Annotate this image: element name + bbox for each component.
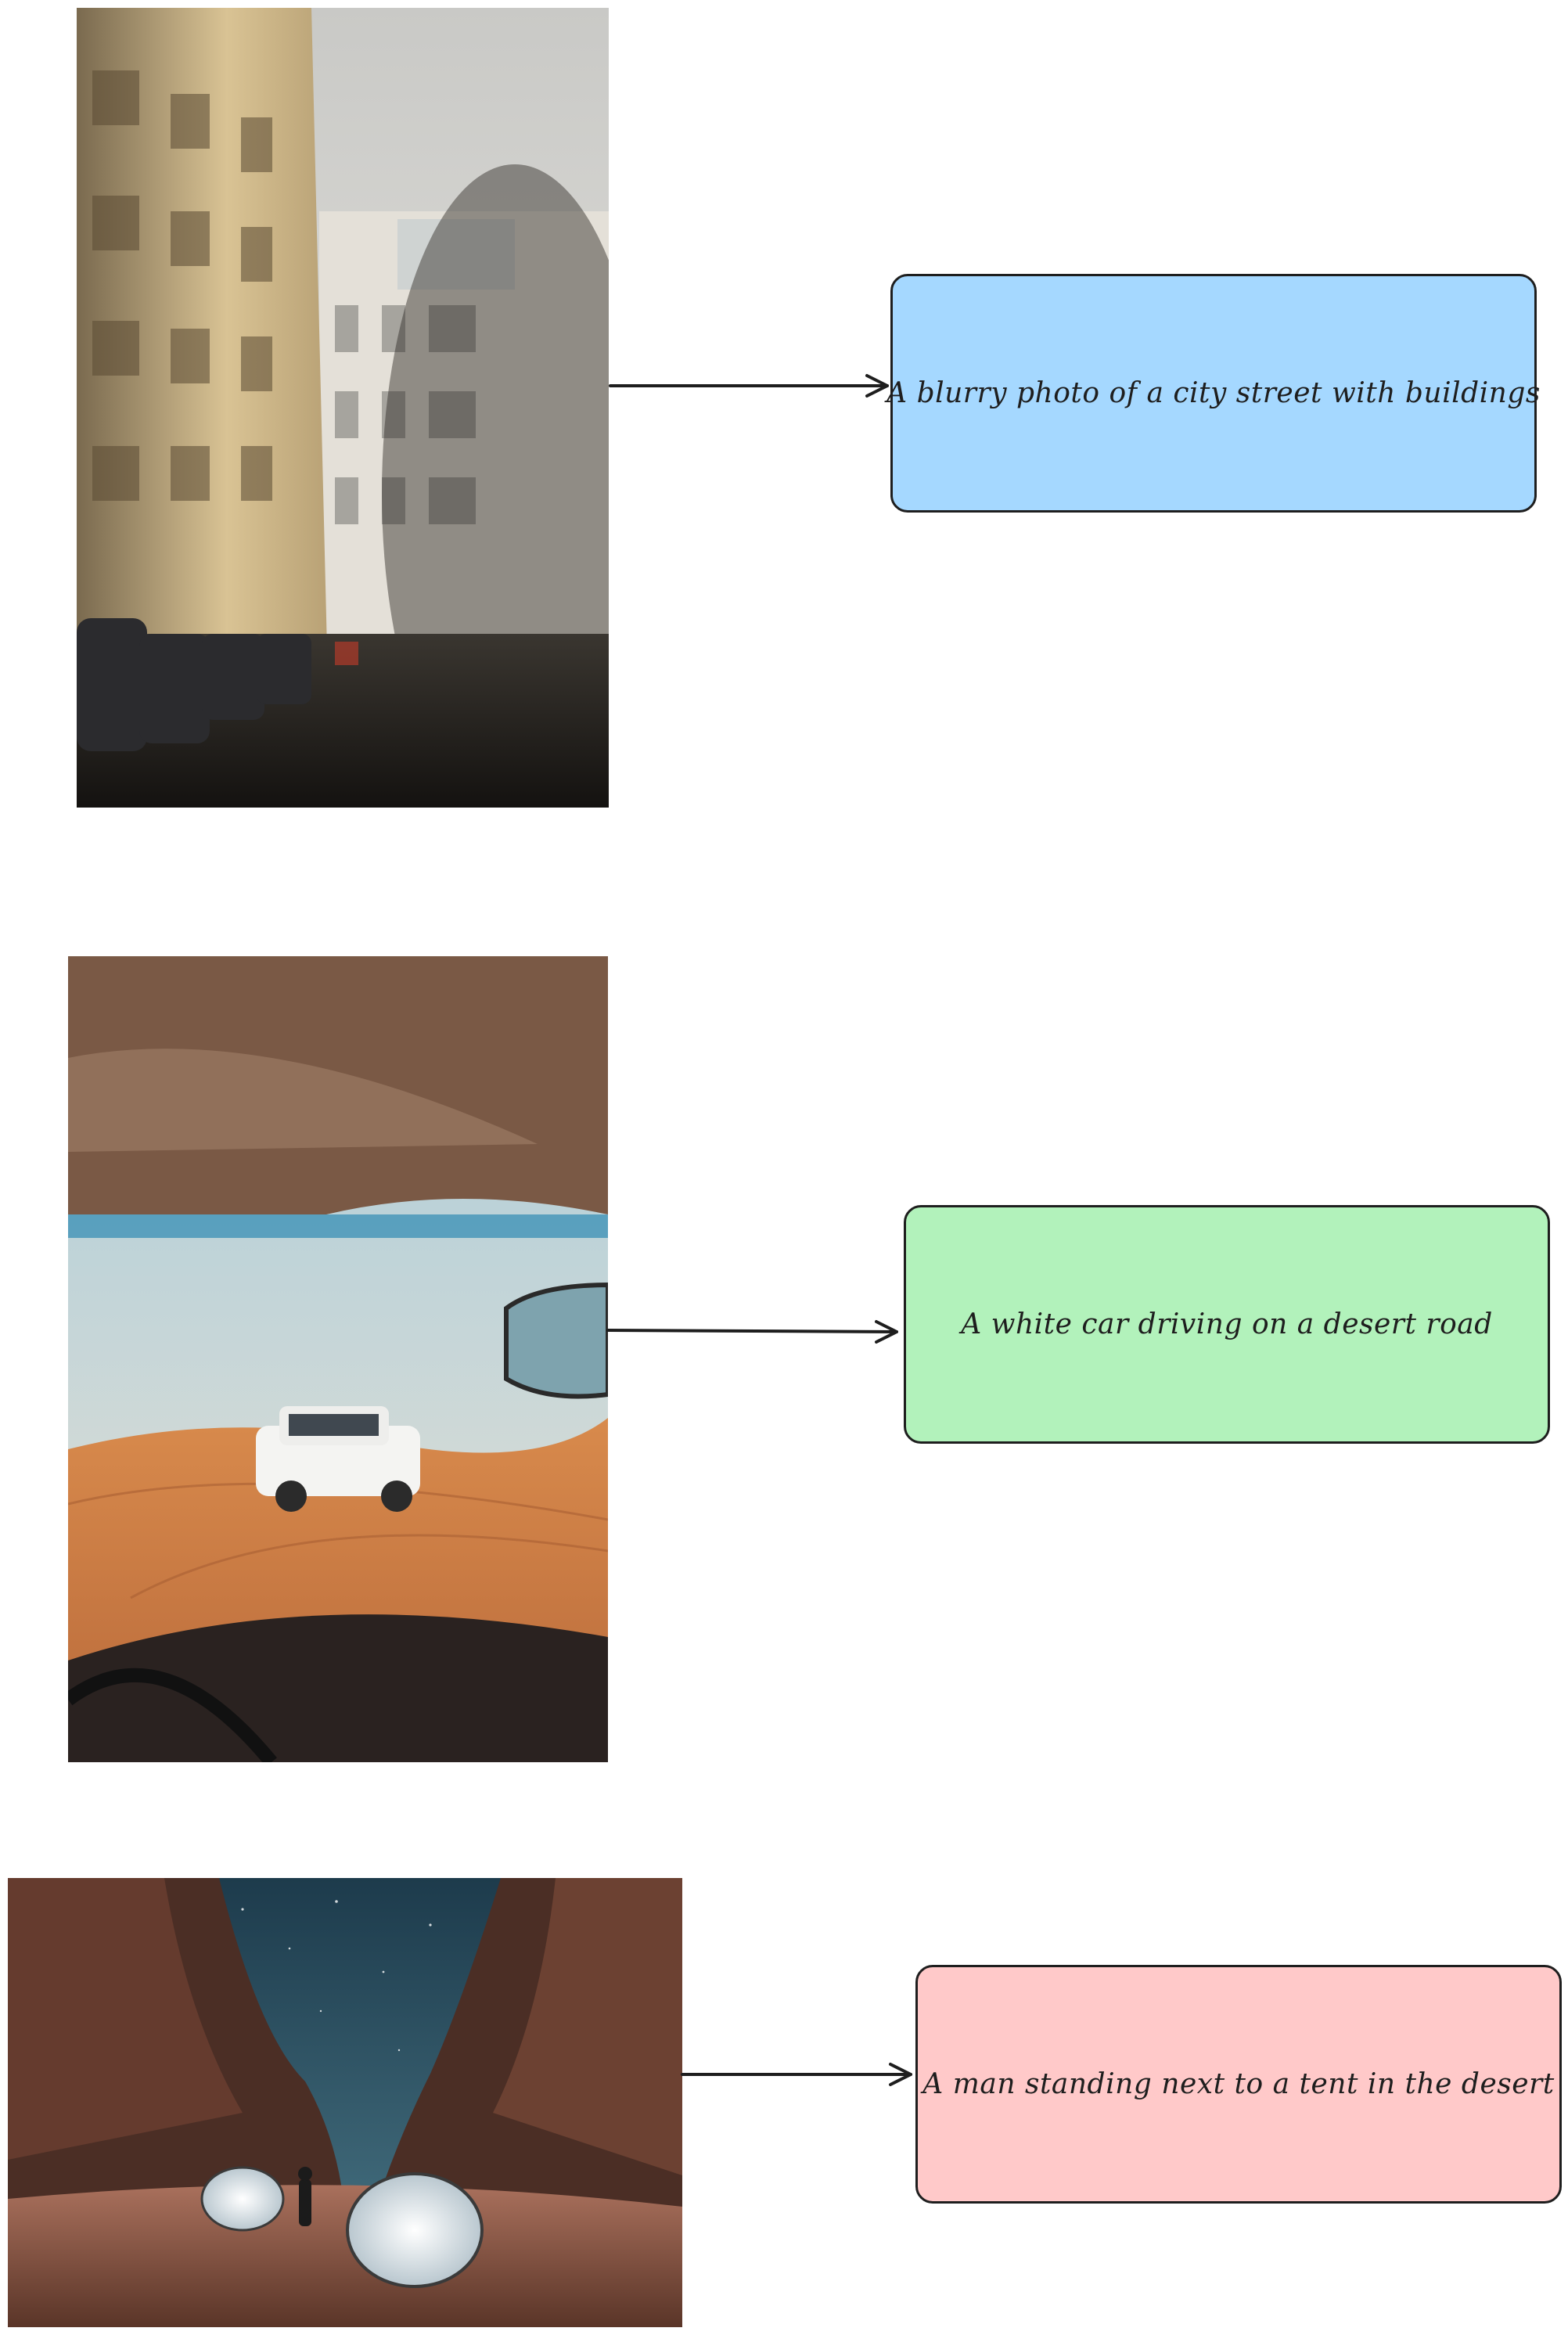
arrow-tent-to-caption (681, 2063, 912, 2086)
caption-box-tent: A man standing next to a tent in the des… (915, 1965, 1562, 2204)
caption-city-street: A blurry photo of a city street with bui… (886, 377, 1541, 409)
city-street-photo (77, 8, 609, 808)
desert-car-photo (68, 956, 608, 1762)
arrow-city-to-caption (609, 374, 889, 398)
caption-box-city: A blurry photo of a city street with bui… (886, 274, 1540, 513)
arrow-car-to-caption (606, 1320, 898, 1344)
caption-desert-car: A white car driving on a desert road (961, 1308, 1493, 1340)
caption-box-car: A white car driving on a desert road (904, 1205, 1550, 1444)
caption-desert-tent: A man standing next to a tent in the des… (922, 2068, 1555, 2100)
desert-tent-photo (8, 1878, 682, 2327)
